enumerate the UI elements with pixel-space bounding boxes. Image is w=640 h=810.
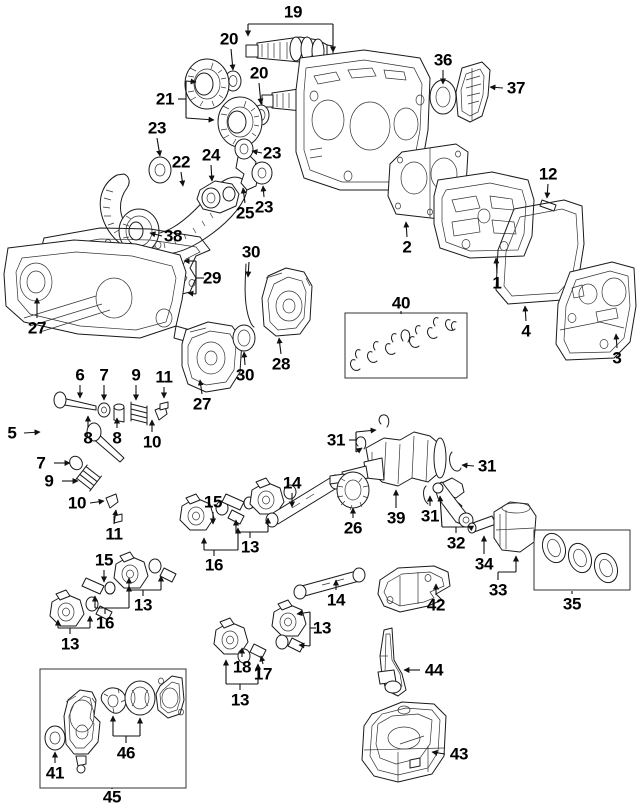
piston-33 <box>493 501 537 553</box>
callout-rocker-shaft-spacer: 15 <box>94 550 114 570</box>
callout-rocker-arm-bolt: 16 <box>95 613 115 633</box>
oil-baffle-42 <box>377 565 451 613</box>
callout-timing-belt: 22 <box>171 152 191 172</box>
callout-valve-spring-seat: 10 <box>67 493 87 513</box>
callout-crankshaft: 39 <box>386 508 406 528</box>
timing-belt-group <box>99 138 273 256</box>
callout-tensioner-bracket: 25 <box>235 203 255 223</box>
baffle-plate-37 <box>455 61 491 123</box>
callout-rocker-arm-assembly: 13 <box>133 595 153 615</box>
callout-oil-seal: 41 <box>45 763 65 783</box>
valve-cover-3 <box>555 261 637 361</box>
valve-train-parts <box>53 391 169 524</box>
callout-oil-pan: 43 <box>449 744 469 764</box>
callout-piston-ring-set: 35 <box>562 594 582 614</box>
callout-valve-oil-seal: 8 <box>112 428 122 448</box>
callout-camshaft-sprocket: 21 <box>155 89 175 109</box>
seal-36 <box>429 79 457 115</box>
callout-camshaft: 19 <box>283 2 303 22</box>
callout-crankshaft-oil-seal: 36 <box>433 50 453 70</box>
cylinder-head-1 <box>433 171 535 259</box>
callout-valve-cotter: 11 <box>105 524 123 544</box>
callout-rocker-shaft: 14 <box>282 473 302 493</box>
main-bearing-set-40 <box>344 312 468 379</box>
piston-ring-set-35 <box>533 529 631 591</box>
callout-dowel-pin: 12 <box>538 164 558 184</box>
callout-thrust-bearing: 31 <box>477 456 497 476</box>
callout-rocker-shaft: 14 <box>326 590 346 610</box>
oil-strainer-44 <box>377 627 407 697</box>
callout-idler-pulley: 23 <box>254 197 274 217</box>
callout-o-ring: 30 <box>241 242 261 262</box>
callout-timing-belt-cover: 27 <box>192 394 212 414</box>
callout-thrust-bearing: 31 <box>326 430 346 450</box>
callout-crankshaft-pulley: 38 <box>163 226 183 246</box>
connecting-rod-32 <box>432 477 474 528</box>
oil-pan-43 <box>361 701 447 783</box>
callout-rocker-arm-assembly: 13 <box>60 634 80 654</box>
callout-oil-pump-rotor-set: 46 <box>116 743 136 763</box>
callout-oil-pump-assembly: 45 <box>102 787 122 807</box>
callout-baffle-plate: 37 <box>506 78 526 98</box>
callout-camshaft-seal: 20 <box>249 63 269 83</box>
callout-valve-spring: 9 <box>44 471 54 491</box>
callout-piston-pin: 34 <box>474 554 494 574</box>
callout-camshaft-seal: 20 <box>219 29 239 49</box>
oring-30 <box>232 263 256 352</box>
callout-valve-cotter: 11 <box>155 367 173 387</box>
callout-lock-nut: 17 <box>253 664 273 684</box>
callout-oil-pump-housing: 28 <box>271 354 291 374</box>
callout-cylinder-head: 1 <box>492 273 502 293</box>
callout-crankshaft-sprocket: 26 <box>343 518 363 538</box>
callout-timing-cover-gasket: 29 <box>202 268 222 288</box>
callout-valve-spring-retainer: 7 <box>99 365 109 385</box>
callout-rocker-adjusting-screw: 18 <box>232 657 252 677</box>
callout-thrust-bearing: 31 <box>420 506 440 526</box>
callout-valve-spring: 9 <box>131 365 141 385</box>
timing-belt-cover-27b <box>181 321 243 393</box>
callout-piston: 33 <box>488 580 508 600</box>
callout-valve-oil-seal: 8 <box>83 428 93 448</box>
cylinder-block <box>295 49 431 191</box>
oil-pump-assembly-45 <box>39 668 187 789</box>
callout-valve-spring-seat: 10 <box>142 432 162 452</box>
callout-valve-cover: 3 <box>612 348 622 368</box>
oil-pump-housing-28 <box>261 267 313 337</box>
callout-oil-baffle: 42 <box>426 595 446 615</box>
callout-idler-pulley: 23 <box>262 143 282 163</box>
callout-exhaust-valve: 5 <box>7 423 17 443</box>
callout-oil-strainer: 44 <box>424 660 444 680</box>
callout-valve-cover-gasket: 4 <box>521 321 531 341</box>
callout-valve-spring-retainer: 7 <box>36 453 46 473</box>
callout-timing-belt-cover: 27 <box>27 318 47 338</box>
callout-rocker-arm-assembly: 13 <box>240 537 260 557</box>
callout-intake-valve: 6 <box>75 365 85 385</box>
callout-main-bearing-set: 40 <box>391 293 411 313</box>
callout-rocker-shaft-spacer: 15 <box>203 492 223 512</box>
callout-rocker-arm-assembly: 13 <box>230 690 250 710</box>
timing-belt-cover-27a <box>3 239 191 343</box>
callout-connecting-rod: 32 <box>446 533 466 553</box>
callout-rocker-arm-bolt: 16 <box>204 555 224 575</box>
callout-belt-tensioner: 24 <box>201 145 221 165</box>
crankshaft-group <box>329 414 462 511</box>
callout-cylinder-head-gasket: 2 <box>402 237 412 257</box>
callout-rocker-arm-assembly: 13 <box>312 618 332 638</box>
callout-idler-pulley: 23 <box>147 118 167 138</box>
callout-o-ring: 30 <box>235 365 255 385</box>
